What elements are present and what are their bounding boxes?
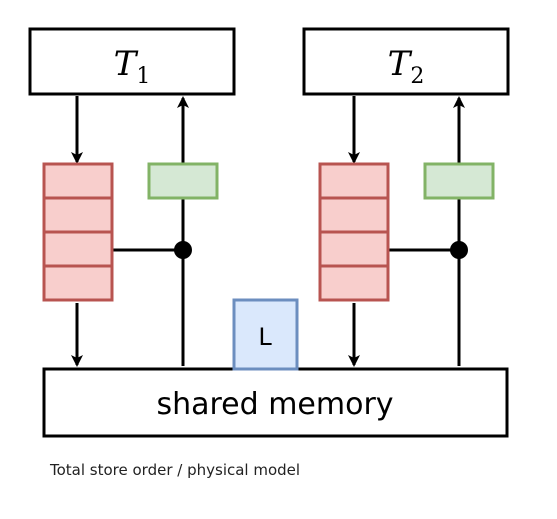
t1-buffer-slot	[42, 230, 114, 268]
t1-buffer-slot	[42, 264, 114, 302]
lock-box: L	[232, 298, 299, 371]
shared-memory-box: shared memory	[42, 367, 509, 438]
t2-store-buffer	[318, 162, 390, 302]
t2-buffer-slot	[318, 196, 390, 234]
thread-2-label: T2	[388, 44, 425, 89]
t1-buffer-slot	[42, 196, 114, 234]
t2-junction-dot	[450, 241, 468, 259]
thread-2-box: T2	[302, 27, 510, 96]
thread-1-label: T1	[114, 44, 151, 89]
t1-load-box	[147, 162, 219, 200]
t1-junction-dot	[174, 241, 192, 259]
t1-buffer-slot	[42, 162, 114, 200]
t2-load-box	[423, 162, 495, 200]
caption: Total store order / physical model	[50, 461, 301, 479]
lock-label: L	[258, 323, 272, 351]
thread-1-box: T1	[28, 27, 236, 96]
shared-memory-label: shared memory	[156, 387, 393, 422]
t1-store-buffer	[42, 162, 114, 302]
t2-buffer-slot	[318, 162, 390, 200]
t2-buffer-slot	[318, 230, 390, 268]
t2-buffer-slot	[318, 264, 390, 302]
